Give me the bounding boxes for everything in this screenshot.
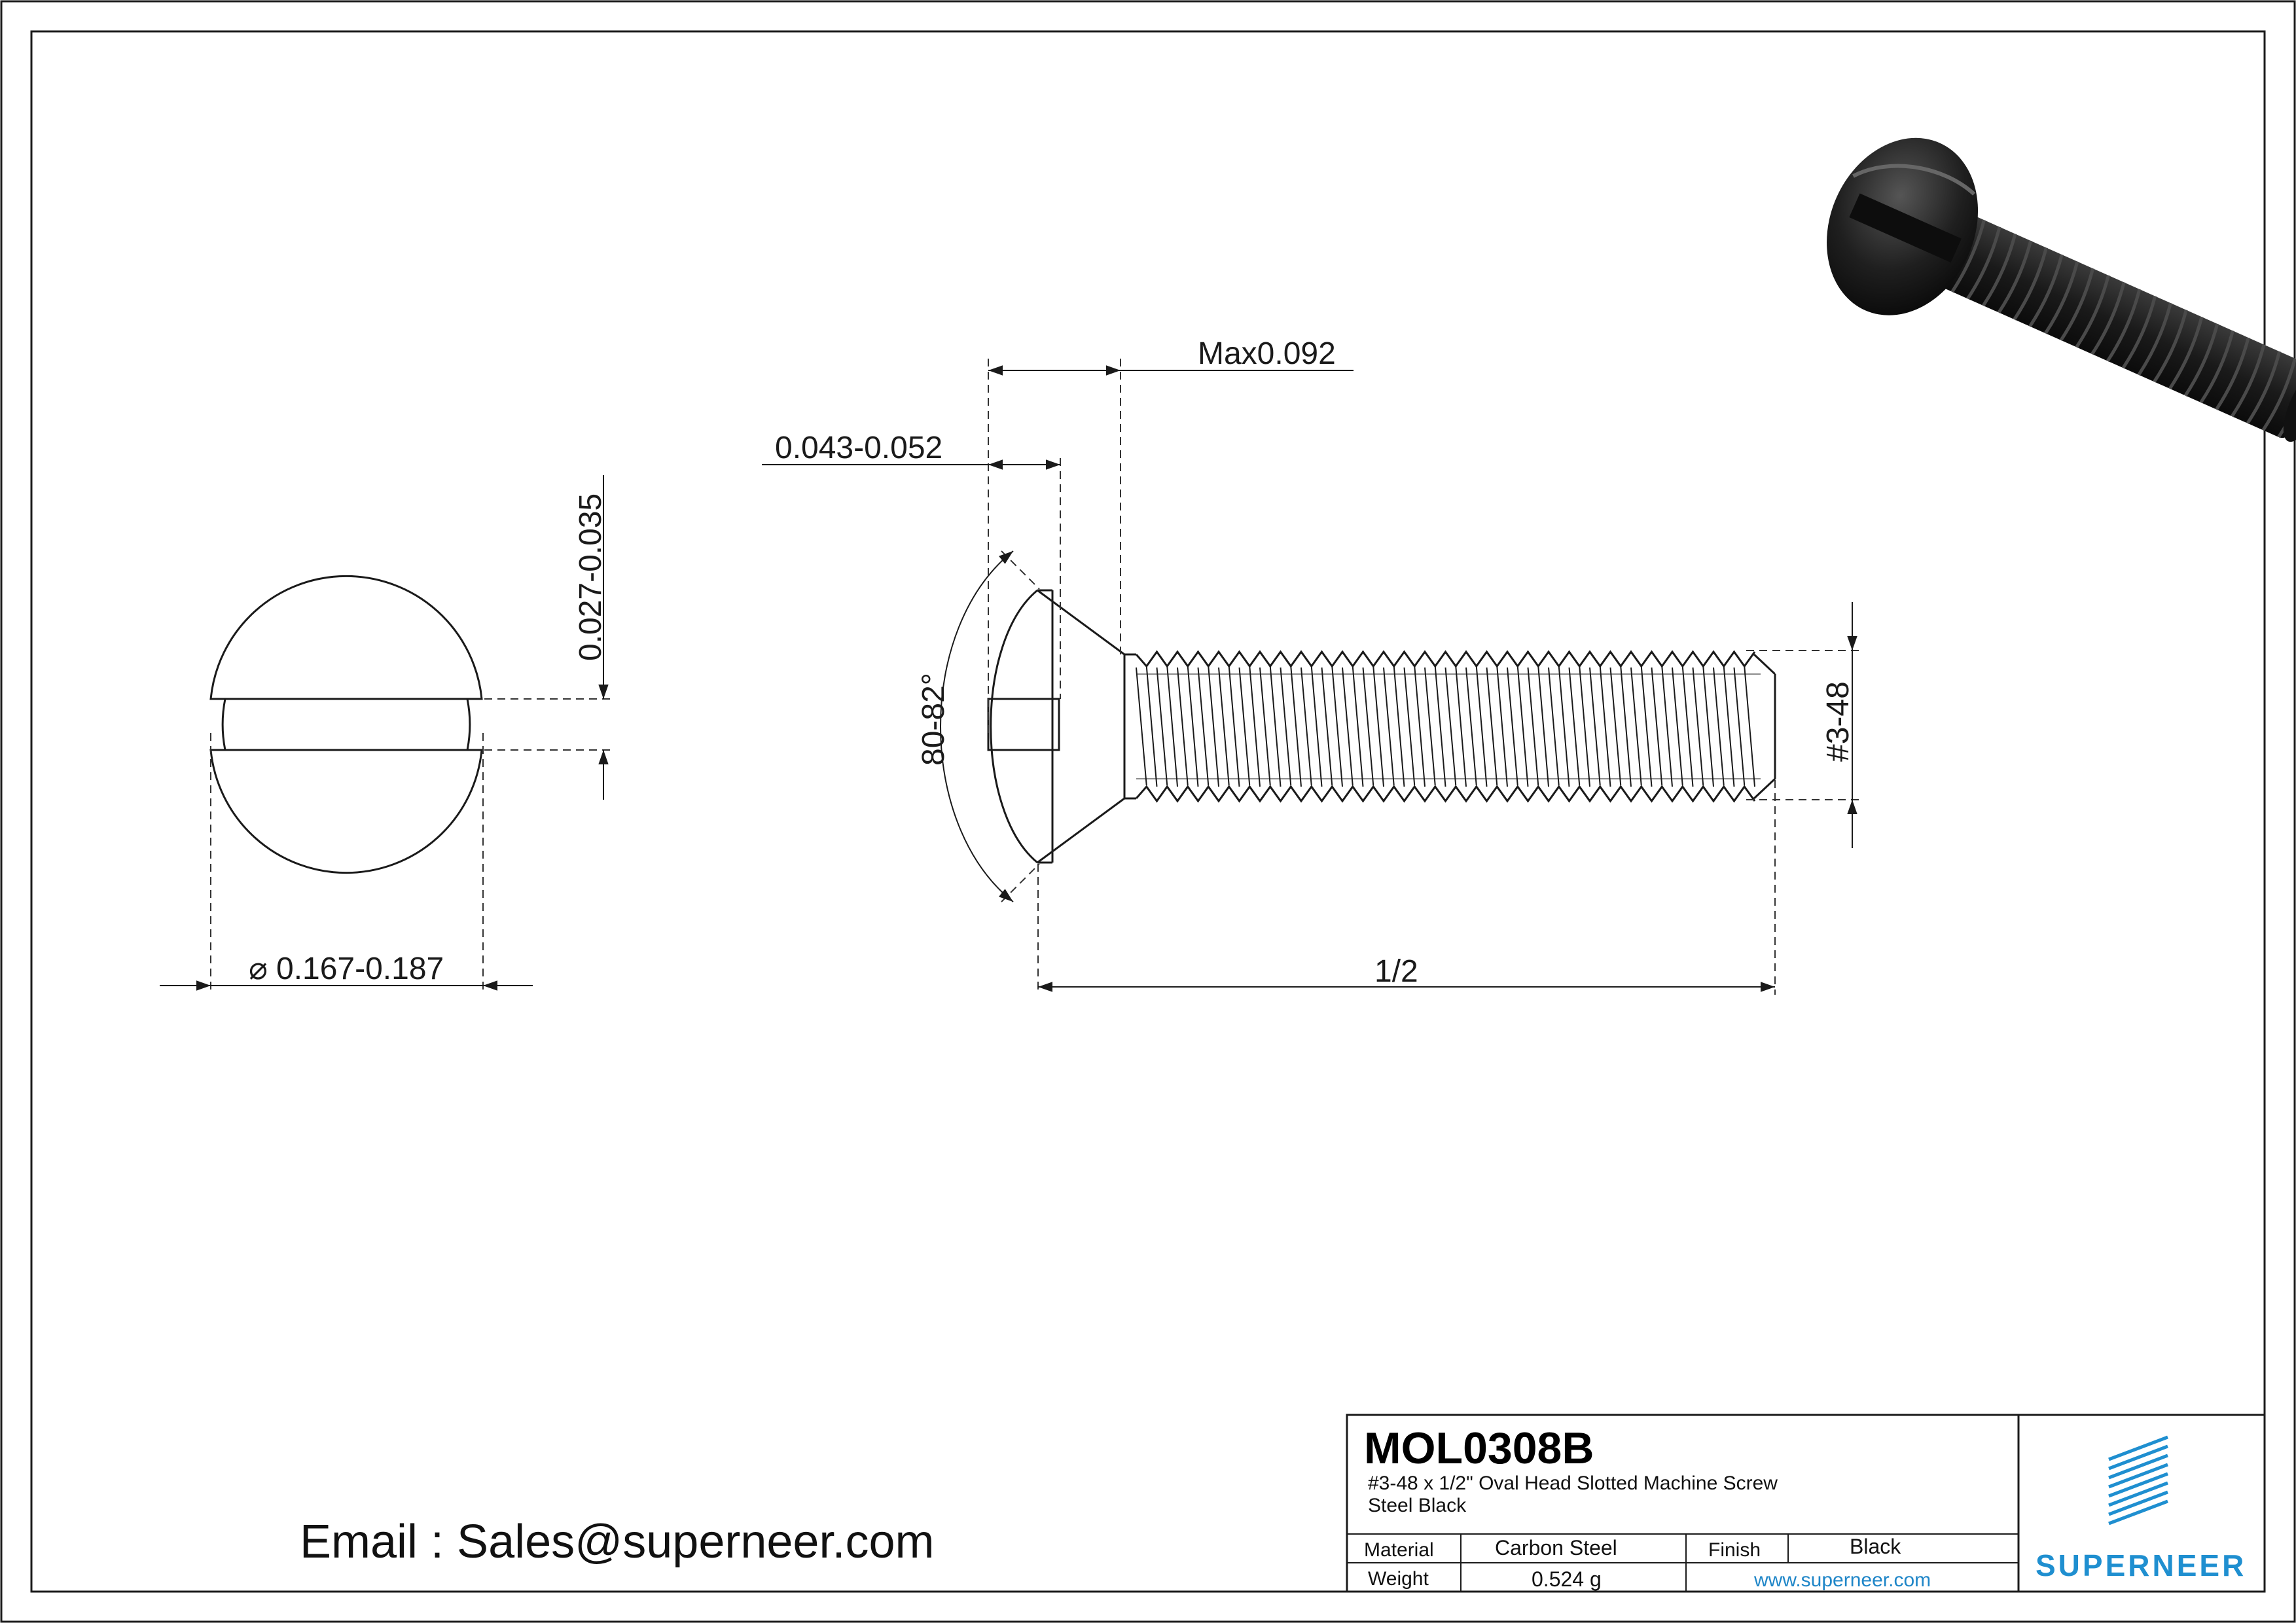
slot-bottom-right-arc [466,698,471,751]
slot-depth-dim: 0.043-0.052 [775,431,942,465]
inner-frame [30,30,2266,1593]
part-number: MOL0308B [1364,1423,1594,1473]
head-height-dim: Max0.092 [1198,336,1336,371]
slot-bottom-left-arc [221,698,226,751]
head-circle-bottom [209,749,483,874]
slot-side [987,698,1060,751]
weight-value: 0.524 g [1532,1567,1602,1591]
thread-size-dim: #3-48 [1821,681,1856,762]
material-label: Material [1364,1539,1434,1561]
superneer-logo-icon [2108,1435,2168,1525]
website-link[interactable]: www.superneer.com [1753,1569,1931,1591]
side-view: Max0.092 0.043-0.052 80-82° #3-48 1/2 [762,336,1863,995]
top-view: ⌀ 0.167-0.187 0.027-0.035 [160,475,613,991]
oval-head-dome [990,589,1038,864]
diameter-symbol-icon: ⌀ [249,952,268,986]
head-diameter-dim: 0.167-0.187 [276,952,444,986]
material-value: Carbon Steel [1495,1536,1617,1560]
description-line-2: Steel Black [1368,1495,1467,1516]
slot-width-dim: 0.027-0.035 [573,493,608,661]
head-angle-dim: 80-82° [916,673,951,766]
weight-label: Weight [1368,1568,1429,1590]
head-circle-top [209,575,483,700]
contact-email[interactable]: Email : Sales@superneer.com [300,1516,935,1568]
title-block: MOL0308B #3-48 x 1/2" Oval Head Slotted … [1346,1414,2266,1593]
thread-profile [1135,650,1761,803]
render-threads [1950,219,2296,438]
length-dim: 1/2 [1374,954,1418,989]
screw-3d-render [1827,137,2296,442]
description-line-1: #3-48 x 1/2" Oval Head Slotted Machine S… [1368,1472,1778,1494]
brand-name: SUPERNEER [2036,1548,2246,1582]
finish-label: Finish [1708,1539,1761,1561]
finish-value: Black [1850,1535,1901,1558]
